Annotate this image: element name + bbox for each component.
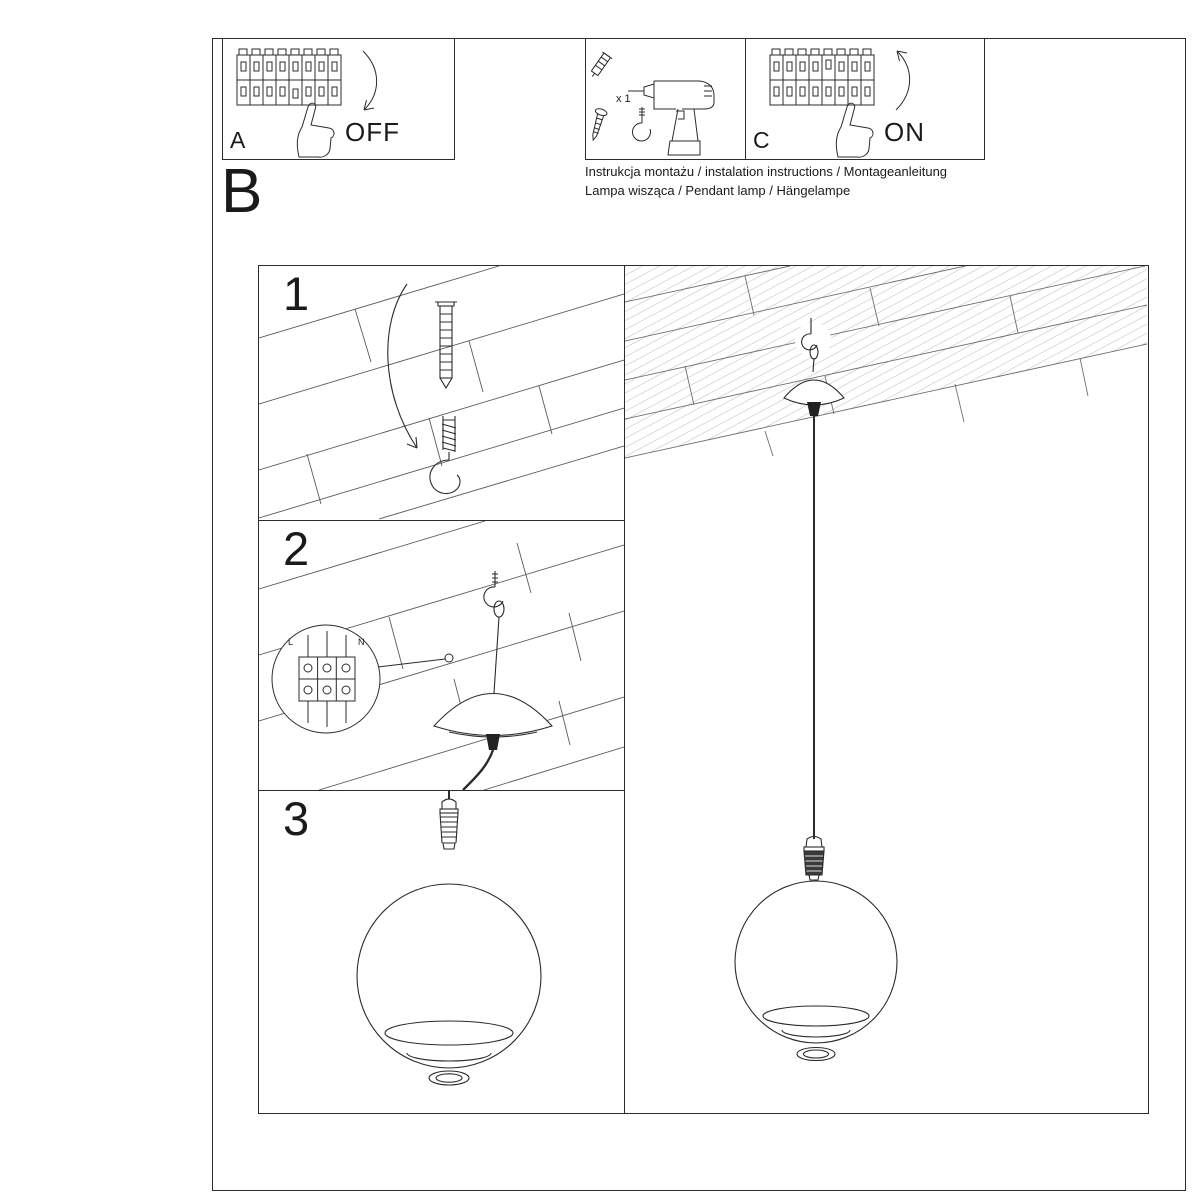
canopy-icon [783, 357, 845, 406]
off-label: OFF [345, 117, 400, 147]
terminal-n-label: N [358, 637, 365, 647]
step-3-number: 3 [283, 792, 310, 845]
bottom-ring-icon [796, 1046, 836, 1062]
sphere-opening-rim [384, 1020, 514, 1046]
wall-plug-icon [590, 51, 613, 77]
step-3-illustration [356, 791, 542, 1086]
tools-illustration: x 1 [590, 51, 715, 156]
drill-icon [628, 80, 715, 156]
glass-sphere [734, 880, 898, 1044]
breaker-off-illustration [236, 48, 378, 158]
step-2-illustration: L N [259, 521, 624, 790]
hand-icon [835, 102, 874, 158]
quantity-label: x 1 [616, 93, 631, 105]
glass-sphere [356, 883, 542, 1069]
step-1-illustration [259, 266, 624, 520]
step-1-number: 1 [283, 267, 310, 320]
panel-a-label: A [230, 127, 246, 153]
hand-icon [296, 102, 335, 158]
section-label-b: B [221, 157, 263, 226]
canopy-icon [433, 616, 553, 738]
bottom-ring-icon [428, 1070, 470, 1086]
motion-arrow-icon [387, 283, 418, 449]
arrow-up-icon [895, 50, 911, 111]
step-3-box: 3 [258, 790, 625, 1114]
wiring-detail-inset: L N [271, 624, 454, 734]
panel-breaker-off: A OFF [222, 38, 455, 160]
sphere-opening-rim [762, 1005, 870, 1027]
panel-breaker-on: C ON [745, 38, 985, 160]
terminal-l-label: L [288, 637, 293, 647]
step-2-box: 2 [258, 520, 625, 791]
instructions-line-1: Instrukcja montażu / instalation instruc… [585, 164, 948, 179]
instructions-header: Instrukcja montażu / instalation instruc… [585, 162, 1015, 200]
ceiling-planks [259, 266, 624, 520]
on-label: ON [884, 117, 925, 147]
ceiling-planks [625, 266, 1148, 459]
cable-line [462, 749, 495, 790]
breaker-strip-icon [236, 48, 342, 106]
hook-icon [632, 107, 651, 142]
socket-icon [803, 835, 825, 881]
cord-grip-icon [807, 402, 821, 416]
screw-icon [592, 108, 608, 142]
arrow-down-icon [362, 50, 378, 111]
step-1-box: 1 [258, 265, 625, 521]
wall-plug-large-icon [435, 301, 457, 390]
ceiling-hook-icon [483, 571, 504, 608]
step-2-number: 2 [283, 522, 310, 575]
ceiling-hook-icon [801, 318, 818, 351]
canopy-loop-icon [493, 600, 505, 618]
hook-screw-icon [429, 416, 461, 495]
assembled-view-illustration [625, 266, 1148, 1062]
instructions-line-2: Lampa wisząca / Pendant lamp / Hängelamp… [585, 183, 851, 198]
panel-tools: x 1 [585, 38, 746, 160]
cord-grip-icon [486, 734, 500, 750]
socket-icon [439, 798, 459, 850]
breaker-on-illustration [769, 48, 911, 158]
panel-c-label: C [753, 127, 770, 153]
ceiling-planks [259, 521, 624, 790]
breaker-strip-icon [769, 48, 875, 106]
assembled-view-box [624, 265, 1149, 1114]
